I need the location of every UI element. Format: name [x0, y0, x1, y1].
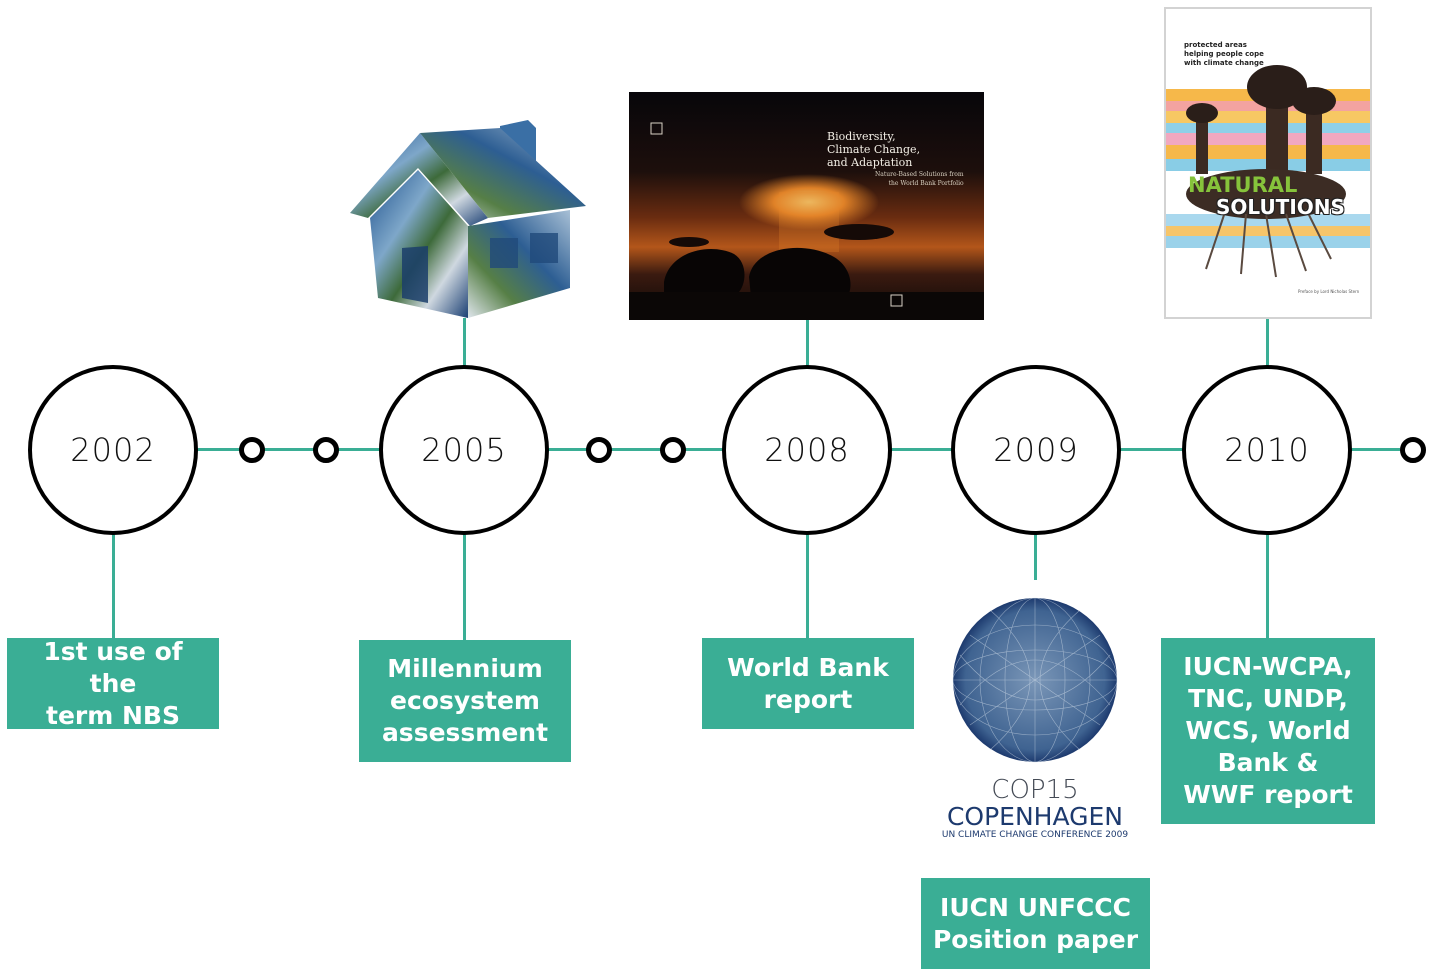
- year-circle-2008: 2008: [722, 365, 892, 535]
- event-text: Millennium ecosystem assessment: [381, 654, 549, 747]
- cover-tagline: protected areas helping people cope with…: [1184, 41, 1264, 67]
- sunset-hippos-image: [629, 92, 984, 320]
- event-text: World Bank report: [727, 652, 889, 714]
- cover-title-natural: NATURAL: [1188, 173, 1298, 197]
- event-box-2008: World Bank report: [702, 638, 914, 729]
- event-text: IUCN UNFCCC Position paper: [932, 892, 1139, 954]
- timeline-dot: [1400, 437, 1426, 463]
- report-title: Biodiversity, Climate Change, and Adapta…: [827, 130, 921, 169]
- report-subtitle: Nature-Based Solutions from the World Ba…: [875, 171, 964, 187]
- cop15-globe-logo: [952, 597, 1118, 763]
- connector-2010-down: [1266, 530, 1269, 638]
- earth-house-image: [350, 120, 586, 318]
- timeline-dot: [313, 437, 339, 463]
- event-text: IUCN-WCPA, TNC, UNDP, WCS, World Bank & …: [1183, 652, 1353, 809]
- year-label: 2009: [993, 431, 1079, 469]
- year-circle-2005: 2005: [379, 365, 549, 535]
- natural-solutions-report-cover: protected areas helping people cope with…: [1164, 7, 1372, 319]
- connector-2009-down: [1034, 530, 1037, 580]
- event-box-2005: Millennium ecosystem assessment: [359, 640, 571, 762]
- copenhagen-label: COPENHAGEN: [946, 802, 1124, 831]
- year-circle-2002: 2002: [28, 365, 198, 535]
- conference-label: UN CLIMATE CHANGE CONFERENCE 2009: [941, 830, 1129, 840]
- year-label: 2005: [421, 431, 507, 469]
- connector-2005-up: [463, 318, 466, 368]
- year-circle-2010: 2010: [1182, 365, 1352, 535]
- year-label: 2008: [764, 431, 850, 469]
- year-label: 2010: [1224, 431, 1310, 469]
- event-box-2002: 1st use of the term NBS: [7, 636, 219, 730]
- year-label: 2002: [70, 431, 156, 469]
- timeline-dot: [239, 437, 265, 463]
- connector-2008-up: [806, 320, 809, 368]
- year-circle-2009: 2009: [951, 365, 1121, 535]
- connector-2005-down: [463, 530, 466, 640]
- connector-2010-up: [1266, 310, 1269, 368]
- cover-title-solutions: SOLUTIONS: [1216, 195, 1345, 219]
- event-text: 1st use of the term NBS: [43, 636, 183, 730]
- connector-2008-down: [806, 530, 809, 638]
- cop15-label: COP15: [991, 775, 1079, 805]
- event-box-2009: IUCN UNFCCC Position paper: [921, 878, 1150, 969]
- event-box-2010: IUCN-WCPA, TNC, UNDP, WCS, World Bank & …: [1161, 638, 1375, 824]
- cover-preface: Preface by Lord Nicholas Stern: [1298, 289, 1360, 294]
- connector-2002-down: [112, 530, 115, 638]
- timeline-dot: [660, 437, 686, 463]
- world-bank-report-cover: Biodiversity, Climate Change, and Adapta…: [629, 92, 984, 320]
- timeline-dot: [586, 437, 612, 463]
- baobab-landscape-image: [1166, 65, 1370, 278]
